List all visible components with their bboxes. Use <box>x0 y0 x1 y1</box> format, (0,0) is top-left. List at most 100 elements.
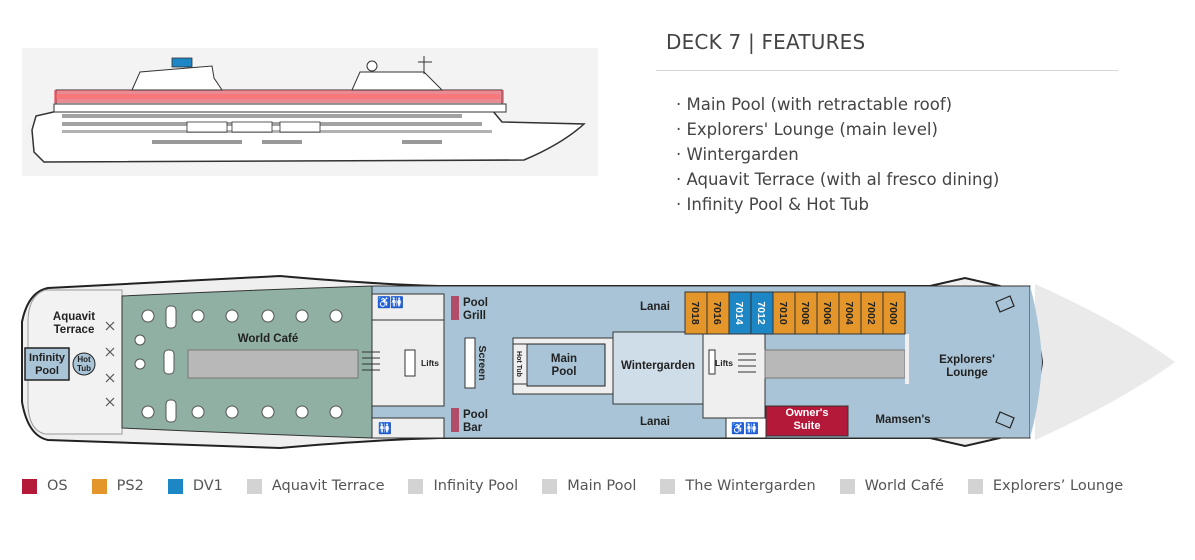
legend: OS PS2 DV1 Aquavit Terrace Infinity Pool Main… <box>22 478 1147 494</box>
main-pool-label-2: Pool <box>552 366 577 378</box>
legend-label: Aquavit Terrace <box>271 478 385 494</box>
legend-label: OS <box>47 478 68 494</box>
hot-tub <box>72 352 96 376</box>
hot-tub-block <box>512 343 528 385</box>
world-cafe-label: World Café <box>238 333 299 345</box>
legend-label: DV1 <box>192 478 223 494</box>
bow-winch-icon <box>995 295 1015 313</box>
infinity-pool <box>24 347 70 381</box>
main-pool <box>526 343 606 387</box>
wheelchair-icon: ♿ <box>731 422 745 435</box>
cabin-number-label: 7016 <box>711 301 723 325</box>
main-pool-label-1: Main <box>551 353 577 365</box>
wintergarden-area <box>612 331 704 405</box>
table-icon <box>329 309 343 323</box>
legend-item: The Wintergarden <box>660 478 816 494</box>
screen-label: Screen <box>476 345 488 380</box>
legend-item: World Café <box>839 478 944 494</box>
legend-label: Main Pool <box>567 478 637 494</box>
ship-profile-drawing <box>31 56 586 163</box>
legend-item: PS2 <box>91 478 144 494</box>
pool-grill-counter <box>451 296 459 320</box>
ship-profile-image <box>22 48 598 176</box>
legend-item: Main Pool <box>542 478 636 494</box>
legend-swatch <box>839 478 855 494</box>
wheelchair-icon: ♿ <box>377 296 391 309</box>
lanai-bottom-label: Lanai <box>640 416 670 428</box>
owners-suite <box>765 405 849 437</box>
table-icon <box>225 405 239 419</box>
terrace-seat-icon <box>105 397 115 407</box>
feature-item: · Aquavit Terrace (with al fresco dining… <box>676 170 1000 189</box>
table-icon <box>191 309 205 323</box>
tub-label: Tub <box>77 364 91 373</box>
pool-bar-label-1: Pool <box>463 409 488 421</box>
legend-item: Aquavit Terrace <box>246 478 385 494</box>
legend-item: DV1 <box>167 478 223 494</box>
hot-tub-label: Hot Tub <box>515 351 522 377</box>
terrace-seat-icon <box>105 321 115 331</box>
screen-panel <box>464 337 476 389</box>
legend-label: The Wintergarden <box>685 478 816 494</box>
cabin-number-label: 7018 <box>689 301 701 325</box>
table-icon <box>225 309 239 323</box>
restroom-icon: 🚻 <box>378 422 392 435</box>
explorers-label-1: Explorers' <box>939 354 995 366</box>
table-icon <box>141 405 155 419</box>
legend-swatch <box>91 478 107 494</box>
legend-item: Infinity Pool <box>408 478 518 494</box>
table-icon <box>134 334 146 346</box>
lifts-label: Lifts <box>421 358 439 368</box>
cabin-number-label: 7008 <box>799 301 811 325</box>
cabin-number-label: 7010 <box>777 301 789 325</box>
lanai-top-label: Lanai <box>640 301 670 313</box>
legend-swatch <box>408 478 424 494</box>
owners-suite-label-1: Owner's <box>786 407 829 419</box>
legend-swatch <box>660 478 676 494</box>
lifts-icon <box>708 349 716 375</box>
legend-swatch <box>167 478 183 494</box>
table-icon <box>165 399 177 423</box>
table-icon <box>134 358 146 370</box>
forward-deck-area <box>1030 286 1042 438</box>
table-icon <box>191 405 205 419</box>
legend-item: Explorers’ Lounge <box>967 478 1124 494</box>
buffet-counter <box>187 349 359 379</box>
owners-suite-label-2: Suite <box>794 420 821 432</box>
cabin-number-label: 7012 <box>755 301 767 325</box>
restroom-icon: 🚻 <box>745 422 759 435</box>
bow-shadow <box>1035 284 1175 440</box>
legend-label: Explorers’ Lounge <box>992 478 1124 494</box>
pool-grill-label-2: Grill <box>463 310 486 322</box>
aquavit-label: Aquavit <box>53 311 95 323</box>
table-icon <box>141 309 155 323</box>
terrace-seat-icon <box>105 373 115 383</box>
page-title: DECK 7 | FEATURES <box>666 30 866 54</box>
feature-item: · Wintergarden <box>676 145 799 164</box>
table-icon <box>163 349 175 375</box>
lifts-label: Lifts <box>715 358 733 368</box>
pool-grill-label-1: Pool <box>463 297 488 309</box>
cabin-number-label: 7006 <box>821 301 833 325</box>
restroom-block <box>371 417 445 439</box>
table-icon <box>261 309 275 323</box>
legend-label: Infinity Pool <box>433 478 519 494</box>
legend-swatch <box>542 478 558 494</box>
cabin-number-label: 7002 <box>865 301 877 325</box>
restroom-block <box>725 417 767 439</box>
table-icon <box>261 405 275 419</box>
pool-bar-counter <box>451 408 459 432</box>
table-icon <box>329 405 343 419</box>
legend-swatch <box>22 478 37 494</box>
lounge-bar <box>764 349 906 379</box>
table-icon <box>295 309 309 323</box>
cabin-7000[interactable] <box>882 291 906 335</box>
restroom-icon: 🚻 <box>390 296 404 309</box>
terrace-seat-icon <box>105 347 115 357</box>
hot-label: Hot <box>77 355 91 364</box>
feature-item: · Main Pool (with retractable roof) <box>676 95 953 114</box>
lifts-icon <box>404 349 416 377</box>
feature-item: · Explorers' Lounge (main level) <box>676 120 938 139</box>
infinity-label: Infinity <box>29 352 66 364</box>
